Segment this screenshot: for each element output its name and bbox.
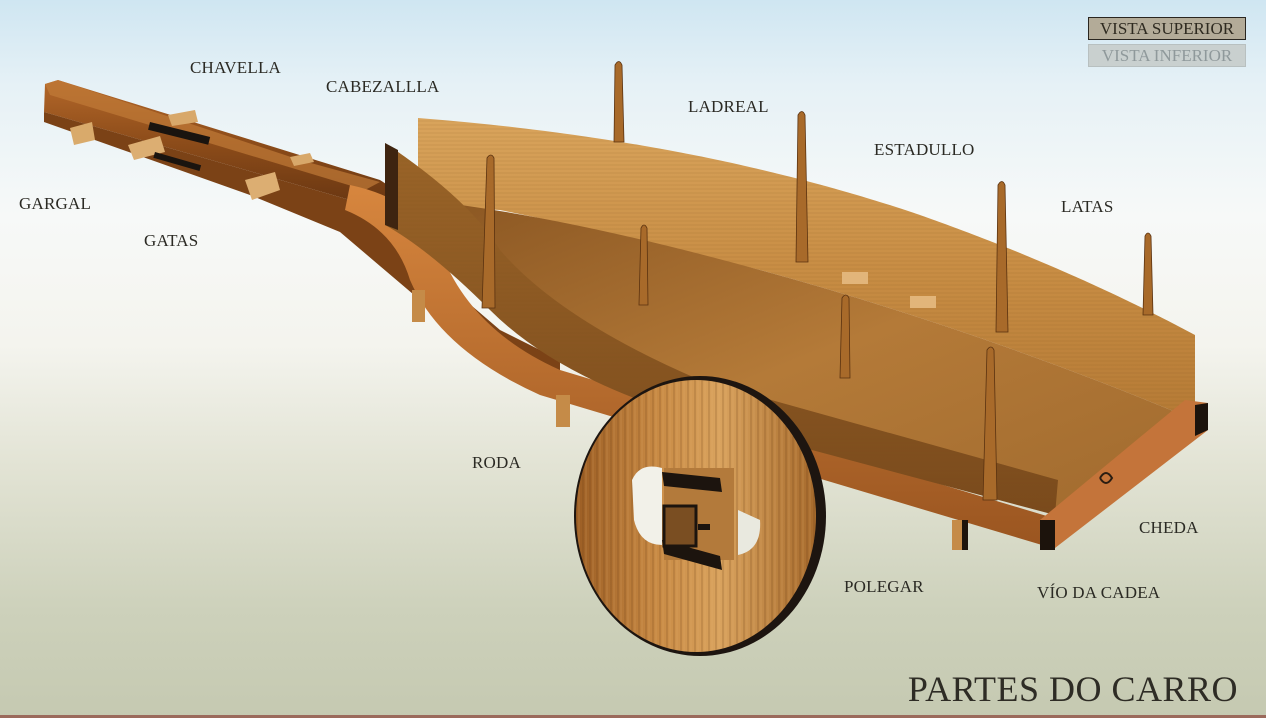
vista-superior-button[interactable]: VISTA SUPERIOR	[1088, 17, 1246, 40]
label-chavella[interactable]: CHAVELLA	[190, 58, 282, 77]
label-latas[interactable]: LATAS	[1061, 197, 1114, 216]
stakes	[481, 61, 1154, 501]
wheel	[574, 376, 826, 656]
label-polegar[interactable]: POLEGAR	[844, 577, 924, 596]
bottom-divider	[0, 715, 1266, 718]
label-ladreal[interactable]: LADREAL	[688, 97, 769, 116]
page-title: PARTES DO CARRO	[907, 669, 1238, 709]
label-gargal[interactable]: GARGAL	[19, 194, 92, 213]
cart-floor	[420, 200, 1200, 515]
tongue-shaft	[44, 80, 560, 390]
label-cheda[interactable]: CHEDA	[1139, 518, 1199, 537]
label-roda[interactable]: RODA	[472, 453, 521, 472]
leg	[412, 290, 425, 322]
vista-inferior-button[interactable]: VISTA INFERIOR	[1088, 44, 1246, 67]
label-gatas[interactable]: GATAS	[144, 231, 199, 250]
label-vio-da-cadea[interactable]: VÍO DA CADEA	[1037, 583, 1161, 602]
label-estadullo[interactable]: ESTADULLO	[874, 140, 975, 159]
label-cabezalla[interactable]: CABEZALLLA	[326, 77, 440, 96]
